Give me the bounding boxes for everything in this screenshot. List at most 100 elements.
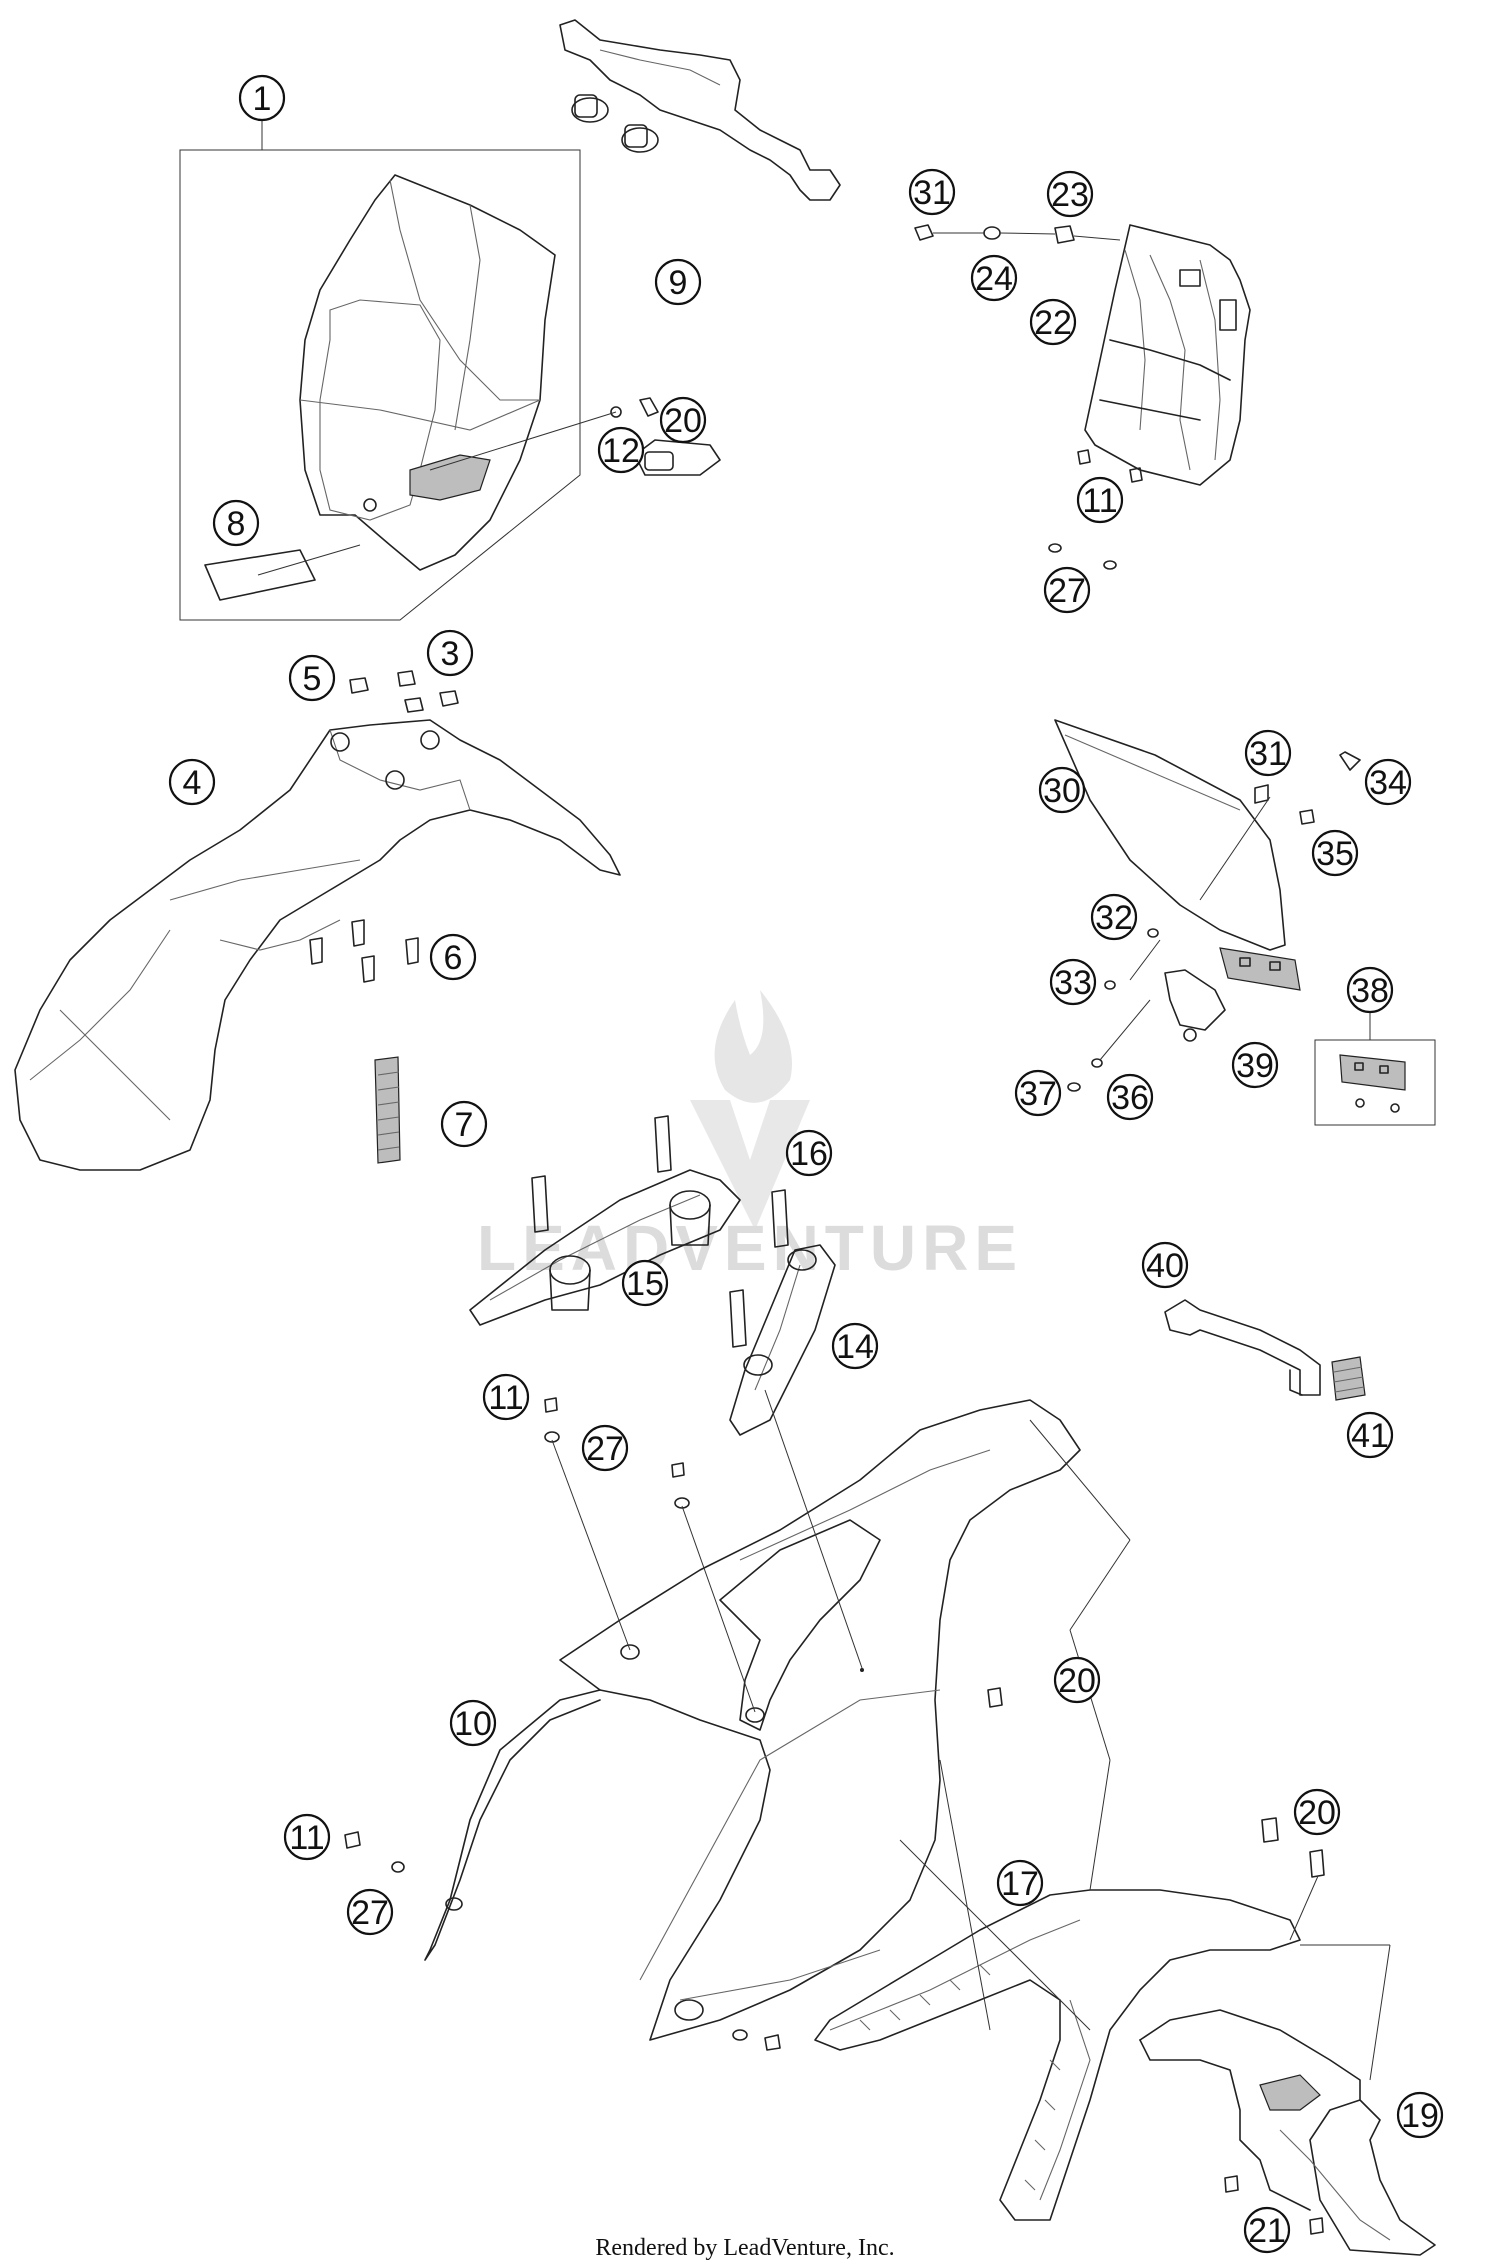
group-box-38 [1314, 1010, 1436, 1126]
callout-9: 9 [654, 258, 702, 306]
callout-17: 17 [996, 1859, 1044, 1907]
side-panel [424, 1399, 1081, 2051]
headlight-bracket [559, 19, 841, 201]
rear-fender-lower [1139, 2009, 1436, 2256]
callout-14: 14 [831, 1322, 879, 1370]
callout-1: 1 [238, 74, 286, 122]
bracket-39 [1164, 947, 1301, 1042]
svg-text:27: 27 [586, 1430, 624, 1468]
screw-12-20 [429, 397, 659, 471]
footer-credit: Rendered by LeadVenture, Inc. [595, 2235, 894, 2261]
svg-text:12: 12 [602, 432, 640, 470]
callout-32: 32 [1090, 893, 1138, 941]
callout-6: 6 [429, 933, 477, 981]
clip-9 [634, 439, 721, 476]
sticker-7 [374, 1056, 401, 1164]
bracket-40 [1164, 1299, 1321, 1396]
callout-36: 36 [1106, 1073, 1154, 1121]
screw-20-mid [987, 1687, 1003, 1708]
callout-20: 20 [659, 396, 707, 444]
watermark-text: LEADVENTURE [477, 1212, 1023, 1284]
svg-text:19: 19 [1401, 2097, 1439, 2135]
callout-8: 8 [212, 499, 260, 547]
callout-24: 24 [970, 254, 1018, 302]
fasteners-11-27-top [1048, 449, 1143, 570]
front-fender [14, 719, 621, 1171]
group-box-1 [179, 149, 581, 621]
callout-20c: 20 [1293, 1788, 1341, 1836]
svg-text:20: 20 [1058, 1662, 1096, 1700]
svg-text:32: 32 [1095, 899, 1133, 937]
svg-text:36: 36 [1111, 1079, 1149, 1117]
svg-text:22: 22 [1034, 304, 1072, 342]
svg-text:11: 11 [289, 1819, 324, 1857]
callout-20b: 20 [1053, 1656, 1101, 1704]
fork-guard-15 [469, 1169, 741, 1326]
leader-lines [899, 1419, 1391, 2081]
callout-22: 22 [1029, 298, 1077, 346]
headlight-mask [299, 174, 556, 571]
svg-text:8: 8 [227, 505, 246, 543]
callout-bubbles: 1 8 9 12 20 31 24 23 22 11 27 5 3 4 6 30… [168, 74, 1444, 2254]
callout-37: 37 [1014, 1069, 1062, 1117]
callout-16: 16 [785, 1129, 833, 1177]
svg-text:35: 35 [1316, 835, 1354, 873]
watermark: LEADVENTURE [477, 990, 1023, 1284]
svg-text:4: 4 [183, 764, 202, 802]
callout-34: 34 [1364, 758, 1412, 806]
fender-screws-top [349, 670, 459, 713]
rear-fender [814, 1889, 1301, 2221]
svg-text:31: 31 [1249, 735, 1287, 773]
callout-38: 38 [1346, 966, 1394, 1014]
svg-text:5: 5 [303, 660, 322, 698]
callout-31b: 31 [1244, 729, 1292, 777]
screws-20-21 [1224, 1817, 1325, 2235]
callout-15: 15 [621, 1259, 669, 1307]
svg-text:34: 34 [1369, 764, 1407, 802]
callout-19: 19 [1396, 2091, 1444, 2139]
callout-27b: 27 [581, 1424, 629, 1472]
callout-40: 40 [1141, 1241, 1189, 1289]
svg-text:20: 20 [1298, 1794, 1336, 1832]
fasteners-31-24-23 [914, 224, 1121, 244]
callout-41: 41 [1346, 1411, 1394, 1459]
svg-text:39: 39 [1236, 1047, 1274, 1085]
callout-21: 21 [1243, 2206, 1291, 2254]
svg-text:9: 9 [669, 264, 688, 302]
svg-text:38: 38 [1351, 972, 1389, 1010]
callout-11c: 11 [283, 1813, 331, 1861]
plate-fasteners [1067, 751, 1361, 1092]
svg-text:41: 41 [1351, 1417, 1389, 1455]
callout-11b: 11 [482, 1373, 530, 1421]
callout-7: 7 [440, 1100, 488, 1148]
callout-3: 3 [426, 629, 474, 677]
svg-text:21: 21 [1248, 2212, 1286, 2250]
svg-text:16: 16 [790, 1135, 828, 1173]
svg-text:31: 31 [913, 174, 951, 212]
callout-23: 23 [1046, 170, 1094, 218]
callout-39: 39 [1231, 1041, 1279, 1089]
svg-text:6: 6 [444, 939, 463, 977]
svg-text:40: 40 [1146, 1247, 1184, 1285]
svg-text:30: 30 [1043, 772, 1081, 810]
sticker-41 [1331, 1356, 1366, 1401]
svg-text:3: 3 [441, 635, 460, 673]
sticker-8 [204, 544, 361, 601]
callout-4: 4 [168, 758, 216, 806]
callout-27c: 27 [346, 1888, 394, 1936]
svg-text:27: 27 [1048, 572, 1086, 610]
callout-27: 27 [1043, 566, 1091, 614]
fasteners-11-27-low [344, 1831, 405, 1873]
callout-30: 30 [1038, 766, 1086, 814]
svg-text:11: 11 [488, 1379, 523, 1417]
svg-text:7: 7 [455, 1106, 474, 1144]
svg-text:27: 27 [351, 1894, 389, 1932]
svg-text:37: 37 [1019, 1075, 1057, 1113]
callout-31: 31 [908, 168, 956, 216]
callout-11: 11 [1076, 476, 1124, 524]
fork-guard-14 [729, 1244, 836, 1436]
callout-35: 35 [1311, 829, 1359, 877]
svg-text:15: 15 [626, 1265, 664, 1303]
fender-screws-6 [309, 919, 419, 983]
